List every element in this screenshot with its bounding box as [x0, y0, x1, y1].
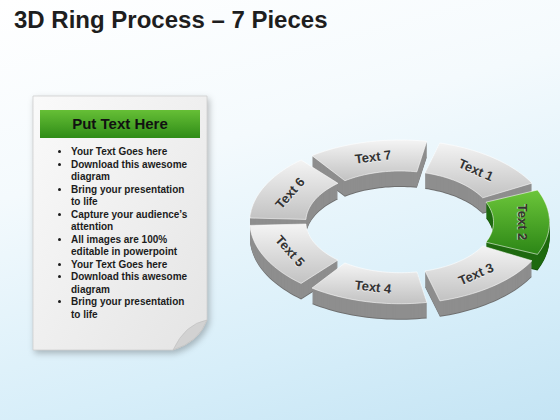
page-curl — [173, 320, 207, 350]
segment-label: Text 2 — [514, 204, 529, 241]
bullet-item: Download this awesome diagram — [71, 271, 193, 296]
bullet-item: Bring your presentation to life — [71, 296, 193, 321]
bullet-item: All images are 100% editable in powerpoi… — [71, 234, 193, 259]
ring-segment — [423, 244, 534, 319]
bullet-item: Capture your audience’s attention — [71, 209, 193, 234]
slide-title: 3D Ring Process – 7 Pieces — [14, 6, 328, 34]
bullet-item: Your Text Goes here — [71, 259, 193, 272]
card-heading: Put Text Here — [40, 110, 200, 138]
bullet-item: Your Text Goes here — [71, 146, 193, 159]
header-band — [40, 110, 200, 138]
text-card: Put Text HereYour Text Goes hereDownload… — [33, 96, 207, 350]
bullet-item: Download this awesome diagram — [71, 159, 193, 184]
ring-piece: Text 4 — [310, 261, 429, 322]
ring-piece: Text 3 — [423, 244, 534, 319]
paper-card — [33, 96, 207, 350]
bullet-list: Your Text Goes hereDownload this awesome… — [53, 146, 193, 321]
bullet-item: Bring your presentation to life — [71, 184, 193, 209]
